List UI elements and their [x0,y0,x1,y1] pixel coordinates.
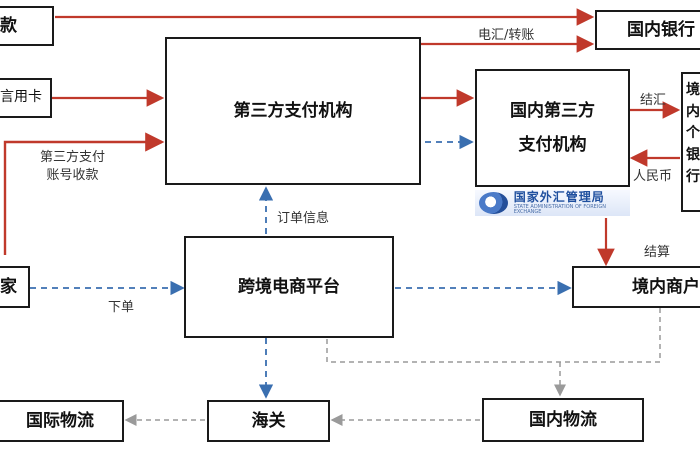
label-settle-fx: 结汇 [640,93,667,108]
box-domestic-logistics-label: 国内物流 [529,409,597,430]
label-account-collect: 第三方支付 账号收款 [40,150,106,184]
box-bank-top-left-label: 款 [0,15,17,36]
box-domestic-far-right-label: 境 内 个 银 行 [686,82,700,185]
arrow-merchant-to-logistics [326,308,661,363]
box-domestic-far-right: 境 内 个 银 行 [681,72,700,212]
box-intl-logistics: 国际物流 [0,400,124,442]
safe-badge-name: 国家外汇管理局 [513,190,605,204]
label-settlement: 结算 [644,245,671,260]
safe-badge-subtitle: STATE ADMINISTRATION OF FOREIGN EXCHANGE [513,204,606,215]
box-buyer: 家 [0,266,30,308]
box-customs: 海关 [207,400,330,442]
box-credit-card: 言用卡 [0,78,52,118]
box-credit-card-label: 言用卡 [0,89,42,106]
box-third-party-payment: 第三方支付机构 [165,37,421,185]
box-platform: 跨境电商平台 [184,236,394,338]
box-customs-label: 海关 [251,410,286,431]
label-order-info: 订单信息 [277,211,330,226]
box-buyer-label: 家 [0,276,17,297]
label-wire-transfer: 电汇/转账 [478,28,535,43]
label-place-order: 下单 [108,300,135,315]
safe-emblem-icon [479,192,508,214]
arrow-buyer-to-third-party [3,132,165,255]
box-domestic-bank-label: 国内银行 [627,19,695,40]
box-domestic-bank: 国内银行 [595,10,700,50]
box-domestic-third-party-label: 国内第三方 支付机构 [510,101,595,155]
box-third-party-label: 第三方支付机构 [233,100,353,121]
safe-badge: 国家外汇管理局 STATE ADMINISTRATION OF FOREIGN … [475,190,630,216]
box-domestic-merchant-label: 境内商户 [632,276,700,297]
box-domestic-logistics: 国内物流 [482,398,644,442]
box-platform-label: 跨境电商平台 [238,276,340,297]
box-domestic-third-party: 国内第三方 支付机构 [475,69,630,187]
box-domestic-merchant: 境内商户 [572,266,700,308]
box-intl-logistics-label: 国际物流 [26,410,94,431]
box-bank-top-left: 款 [0,6,54,46]
label-rmb: 人民币 [633,169,673,184]
